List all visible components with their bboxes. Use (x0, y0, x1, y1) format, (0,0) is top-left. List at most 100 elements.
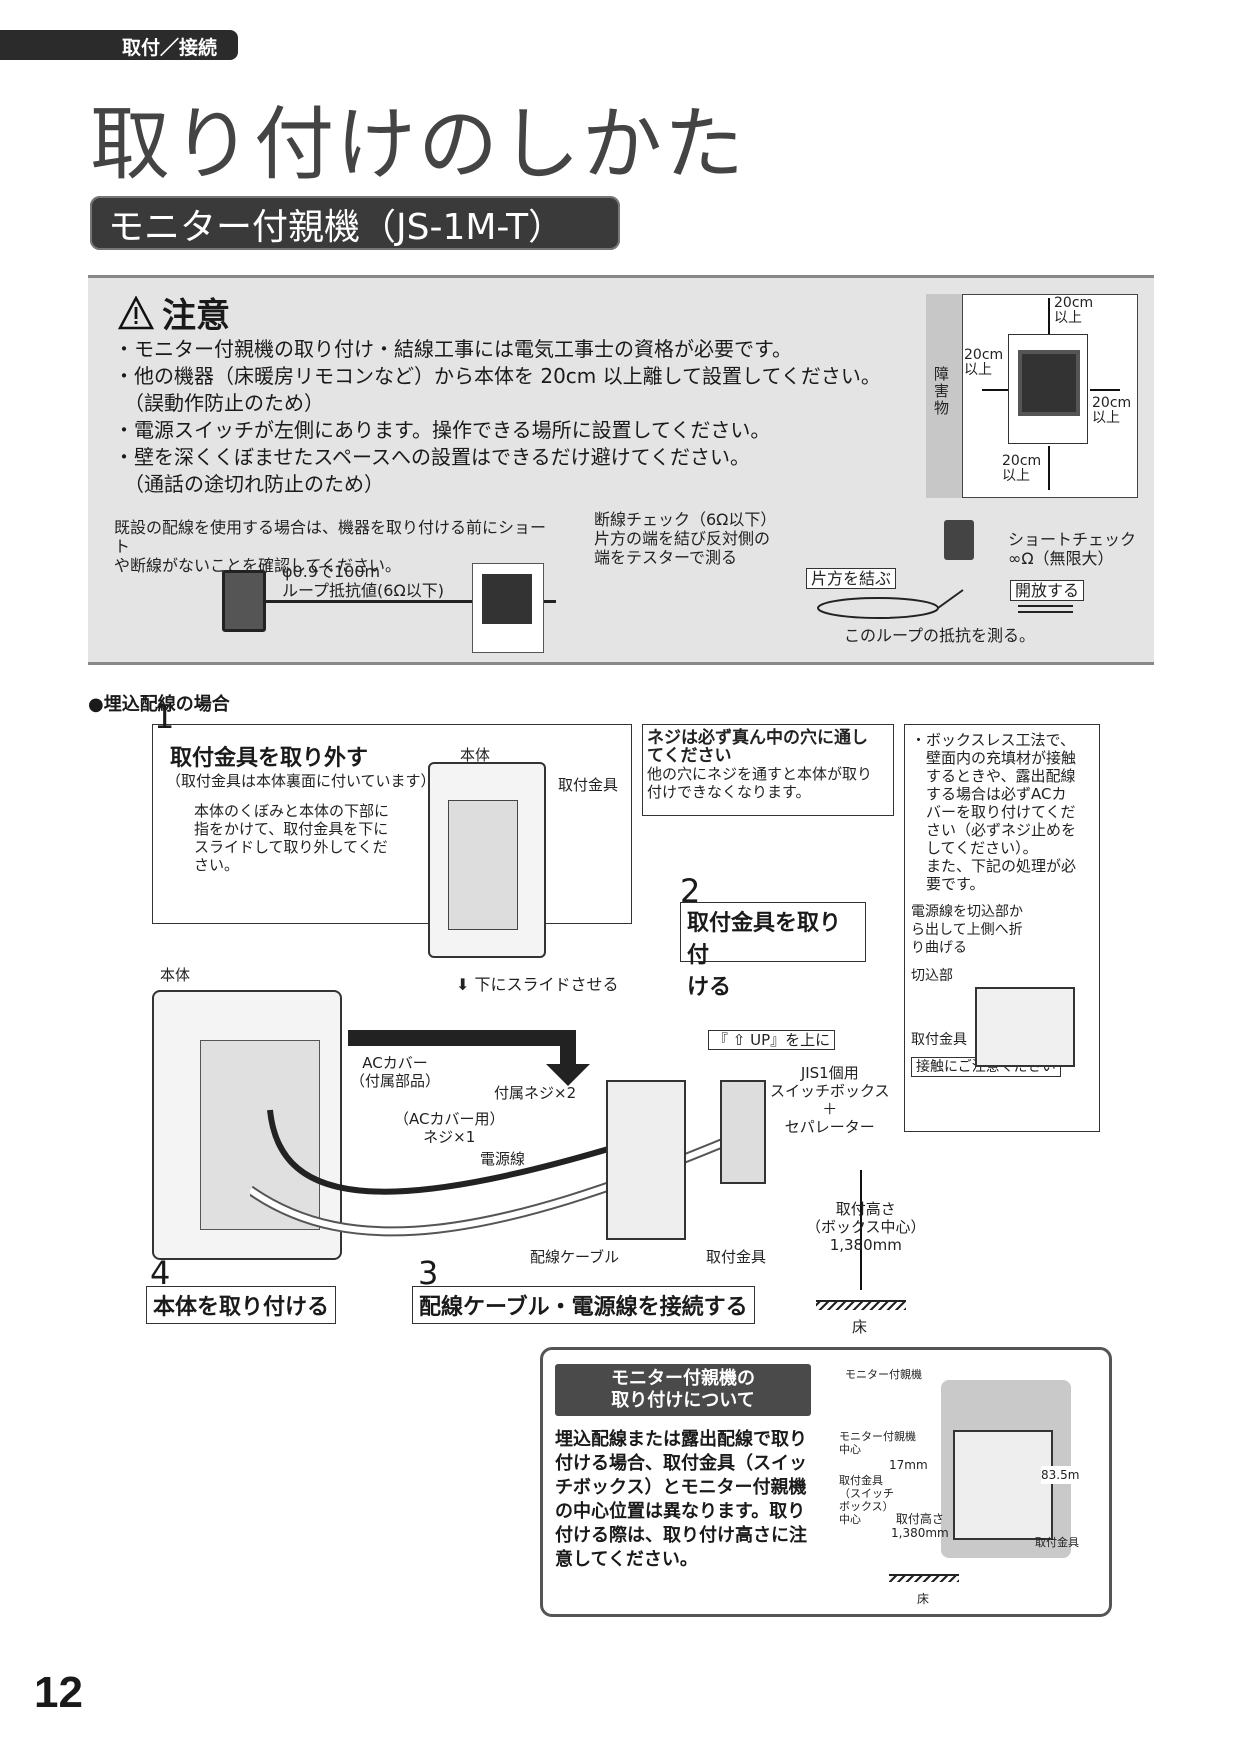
screw-note-title: ネジは必ず真ん中の穴に通し (647, 728, 868, 748)
arrow-icon (348, 1030, 568, 1046)
info-body-line: チボックス）とモニター付親機 (555, 1477, 807, 1498)
info-body-line: 意してください。 (555, 1549, 698, 1570)
caution-panel: 注意 ・モニター付親機の取り付け・結線工事には電気工事士の資格が必要です。 ・他… (88, 275, 1154, 665)
warning-icon (118, 295, 154, 329)
tie-one-end-label: 片方を結ぶ (806, 568, 897, 589)
wire-loop-icon (817, 589, 1073, 619)
ac-cover-line: （付属部品） (350, 1072, 441, 1090)
screw-note-body: 他の穴にネジを通すと本体が取り (647, 765, 873, 783)
page-number: 12 (34, 1668, 83, 1717)
wiring-note: 既設の配線を使用する場合は、機器を取り付ける前にショート や断線がないことを確認… (114, 518, 554, 575)
clearance-bottom: 20cm 以上 (1002, 453, 1042, 484)
slide-down-text: 下にスライドさせる (474, 975, 619, 994)
boxless-line: バーを取り付けてくだ (911, 803, 1076, 821)
info-body-line: の中心位置は異なります。取り (555, 1501, 806, 1522)
section-tab: 取付／接続 (0, 30, 238, 60)
info-fig-bracket-center-line: 取付金具 (839, 1474, 883, 1487)
boxless-line: するときや、露出配線 (911, 767, 1076, 785)
install-height-line: 1,380mm (829, 1236, 902, 1254)
info-fig-floor: 床 (917, 1592, 930, 1606)
install-height-line: 取付高さ (835, 1200, 896, 1218)
embedded-heading: ●埋込配線の場合 (88, 694, 230, 715)
step2-title-line: 取付金具を取り付 (687, 911, 842, 968)
boxless-line: 要です。 (911, 875, 985, 893)
wiring-note-line: や断線がないことを確認してください。 (114, 556, 402, 575)
break-check-line: 端をテスターで測る (594, 548, 738, 567)
install-height-label: 取付高さ （ボックス中心） 1,380mm (806, 1200, 926, 1254)
info-heading-line: 取り付けについて (611, 1390, 755, 1411)
boxless-line: ・ボックスレス工法で、 (911, 731, 1075, 749)
boxless-line: さい（必ずネジ止めを (911, 821, 1077, 839)
cable-spec: φ0.9で100m ループ抵抗値(6Ω以下) (282, 562, 444, 600)
wiring-note-line: 既設の配線を使用する場合は、機器を取り付ける前にショート (114, 518, 547, 556)
info-body: 埋込配線または露出配線で取り 付ける場合、取付金具（スイッ チボックス）とモニタ… (555, 1428, 825, 1572)
install-height-line: （ボックス中心） (806, 1218, 926, 1236)
boxless-wire-line: り曲げる (911, 940, 967, 956)
step1-sub: （取付金具は本体裏面に付いています） (166, 772, 436, 790)
obstacle-label: 障害物 (934, 365, 950, 417)
info-fig-bracket-center-line: 中心 (839, 1513, 861, 1526)
ac-screw-line: （ACカバー用） (394, 1110, 505, 1128)
info-heading: モニター付親機の 取り付けについて (555, 1364, 811, 1416)
step1-body-line: 指をかけて、取付金具を下に (194, 820, 389, 838)
info-fig-bracket-center-line: （スイッチ (839, 1487, 894, 1500)
loop-measure-label: このループの抵抗を測る。 (844, 626, 1036, 645)
wiring-cable-label: 配線ケーブル (530, 1248, 620, 1266)
info-body-line: 埋込配線または露出配線で取り (555, 1429, 807, 1450)
floor-label: 床 (852, 1318, 868, 1336)
info-fig-unit: モニター付親機 (845, 1368, 922, 1381)
step4-title: 本体を取り付ける (146, 1286, 337, 1324)
door-station-icon (222, 570, 266, 632)
switch-box-line: セパレーター (784, 1118, 875, 1136)
boxless-bracket: 取付金具 (911, 1032, 967, 1048)
step1-body: 本体のくぼみと本体の下部に 指をかけて、取付金具を下に スライドして取り外してく… (194, 802, 389, 874)
caution-item: ・他の機器（床暖房リモコンなど）から本体を 20cm 以上離して設置してください… (114, 364, 881, 388)
bracket-illustration (606, 1080, 686, 1240)
switch-box-line: ＋ (822, 1100, 838, 1118)
info-box: モニター付親機の 取り付けについて 埋込配線または露出配線で取り 付ける場合、取… (540, 1347, 1112, 1617)
step1-number: 1 (154, 698, 175, 736)
model-label: モニター付親機（JS-1M-T） (90, 196, 620, 250)
info-fig-height-line: 1,380mm (891, 1526, 949, 1540)
clearance-right: 20cm 以上 (1092, 395, 1132, 426)
info-fig-height: 取付高さ 1,380mm (891, 1512, 949, 1540)
break-check-line: 片方の端を結び反対側の (594, 529, 771, 548)
step1-body-line: スライドして取り外してくだ (194, 838, 388, 856)
step2-title-line: ける (687, 975, 732, 1000)
cable-spec-line: φ0.9で100m (282, 562, 381, 581)
switch-box-illustration (720, 1080, 766, 1184)
switch-box-line: スイッチボックス (770, 1082, 890, 1100)
info-fig-bracket: 取付金具 (1035, 1536, 1079, 1549)
clearance-figure: 障害物 20cm 以上 20cm 以上 20cm 以上 20cm 以上 (926, 294, 1138, 498)
step1-bracket-label: 取付金具 (558, 776, 619, 794)
step1-body-line: 本体のくぼみと本体の下部に (194, 802, 390, 820)
main-body-label: 本体 (160, 966, 191, 984)
boxless-notch: 切込部 (911, 968, 953, 984)
step2-title: 取付金具を取り付 ける (680, 902, 866, 1000)
cable-spec-line: ループ抵抗値(6Ω以下) (282, 581, 444, 600)
info-body-line: 付ける際は、取り付け高さに注 (555, 1525, 807, 1546)
short-check: ショートチェック ∞Ω（無限大） (1008, 530, 1136, 568)
open-end-label: 開放する (1010, 580, 1085, 601)
caution-item: ・電源スイッチが左側にあります。操作できる場所に設置してください。 (114, 418, 771, 442)
step1-frame (152, 724, 632, 924)
info-fig-center-line: モニター付親機 (839, 1430, 916, 1443)
caution-item: ・モニター付親機の取り付け・結線工事には電気工事士の資格が必要です。 (114, 337, 792, 361)
caution-heading: 注意 (118, 288, 230, 337)
step1-body-label: 本体 (460, 746, 491, 764)
caution-list: ・モニター付親機の取り付け・結線工事には電気工事士の資格が必要です。 ・他の機器… (114, 336, 894, 498)
info-fig-dim: 83.5m (1041, 1466, 1080, 1484)
break-check: 断線チェック（6Ω以下） 片方の端を結び反対側の 端をテスターで測る (594, 510, 776, 567)
ac-cover-line: ACカバー (362, 1054, 428, 1072)
screws-label: 付属ネジ×2 (494, 1084, 577, 1102)
step3-number: 3 (418, 1254, 439, 1292)
up-mark-label: 『 ⇧ UP』を上に (708, 1030, 836, 1050)
monitor-unit-icon (1018, 350, 1080, 416)
screw-note-title: てください (647, 746, 732, 766)
bracket-label: 取付金具 (706, 1248, 767, 1266)
boxless-line: また、下記の処理が必 (911, 857, 1077, 875)
caution-item: （誤動作防止のため） (114, 391, 324, 415)
caution-item: ・壁を深くくぼませたスペースへの設置はできるだけ避けてください。 (114, 445, 750, 469)
boxless-wire-note: 電源線を切込部か ら出して上側へ折 り曲げる (911, 903, 1093, 957)
screw-note: ネジは必ず真ん中の穴に通し てください 他の穴にネジを通すと本体が取り 付けでき… (642, 724, 894, 816)
